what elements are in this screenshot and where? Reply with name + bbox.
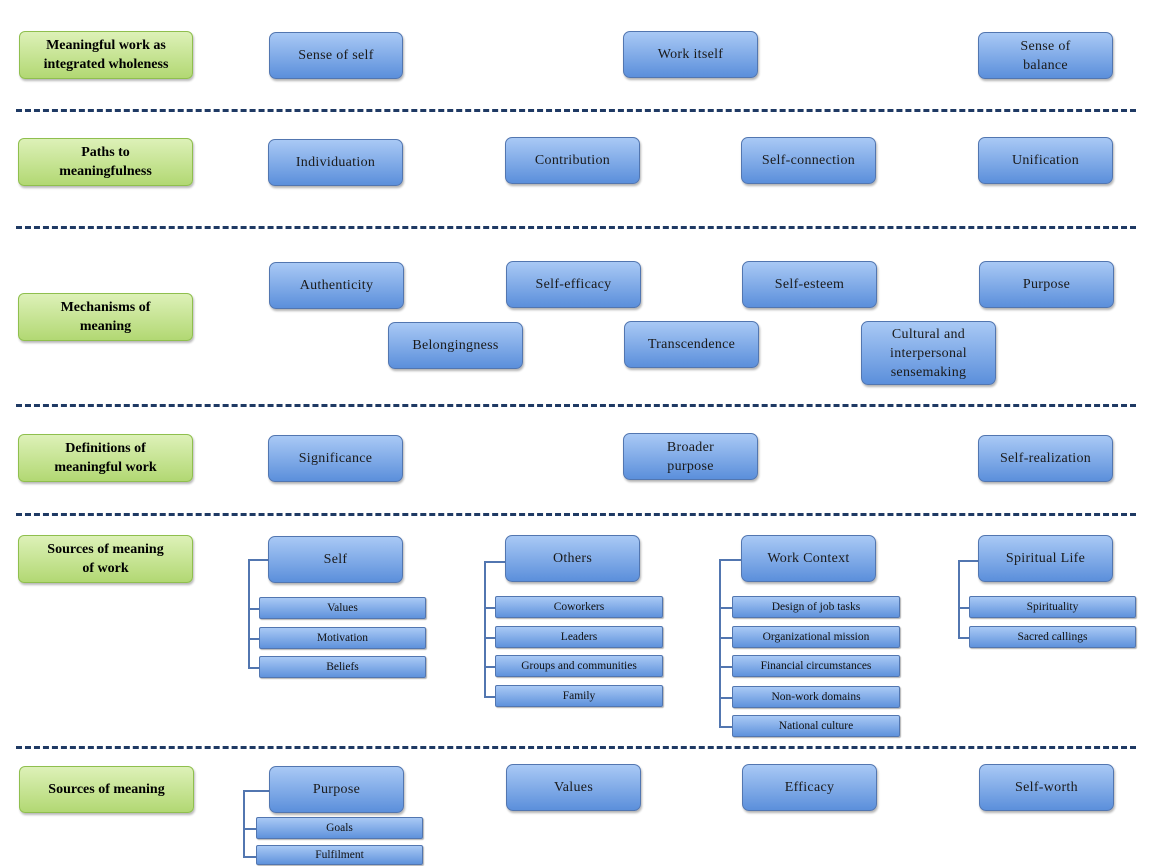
item-beliefs: Beliefs	[259, 656, 426, 678]
item-motivation: Motivation	[259, 627, 426, 649]
connector	[484, 607, 496, 609]
group-spiritual-life: Spiritual Life	[978, 535, 1113, 582]
divider-1	[16, 109, 1136, 112]
box-transcendence: Transcendence	[624, 321, 759, 368]
connector	[484, 561, 486, 698]
connector	[248, 667, 260, 669]
connector	[248, 638, 260, 640]
item-values: Values	[259, 597, 426, 619]
box-purpose-mechanism: Purpose	[979, 261, 1114, 308]
box-self-connection: Self-connection	[741, 137, 876, 184]
item-coworkers: Coworkers	[495, 596, 663, 618]
connector	[243, 790, 270, 792]
group-efficacy: Efficacy	[742, 764, 877, 811]
connector	[958, 560, 979, 562]
connector	[484, 666, 496, 668]
connector	[719, 726, 733, 728]
row-label-mechanisms: Mechanisms of meaning	[18, 293, 193, 341]
item-family: Family	[495, 685, 663, 707]
box-sense-of-balance: Sense of balance	[978, 32, 1113, 79]
group-self-worth: Self-worth	[979, 764, 1114, 811]
divider-5	[16, 746, 1136, 749]
connector	[719, 559, 721, 727]
connector	[719, 697, 733, 699]
row-label-integrated-wholeness: Meaningful work as integrated wholeness	[19, 31, 193, 79]
divider-3	[16, 404, 1136, 407]
item-financial-circumstances: Financial circumstances	[732, 655, 900, 677]
box-work-itself: Work itself	[623, 31, 758, 78]
box-significance: Significance	[268, 435, 403, 482]
connector	[719, 666, 733, 668]
group-work-context: Work Context	[741, 535, 876, 582]
row-label-sources-of-meaning: Sources of meaning	[19, 766, 194, 813]
box-individuation: Individuation	[268, 139, 403, 186]
box-cultural-sensemaking: Cultural and interpersonal sensemaking	[861, 321, 996, 385]
connector	[248, 559, 269, 561]
connector	[484, 696, 496, 698]
connector	[243, 828, 257, 830]
row-label-sources-of-work: Sources of meaning of work	[18, 535, 193, 583]
connector	[719, 559, 742, 561]
connector	[243, 790, 245, 857]
box-self-realization: Self-realization	[978, 435, 1113, 482]
item-design-of-job-tasks: Design of job tasks	[732, 596, 900, 618]
group-values: Values	[506, 764, 641, 811]
group-purpose: Purpose	[269, 766, 404, 813]
row-label-definitions: Definitions of meaningful work	[18, 434, 193, 482]
connector	[958, 637, 970, 639]
item-non-work-domains: Non-work domains	[732, 686, 900, 708]
box-belongingness: Belongingness	[388, 322, 523, 369]
item-organizational-mission: Organizational mission	[732, 626, 900, 648]
divider-2	[16, 226, 1136, 229]
box-broader-purpose: Broader purpose	[623, 433, 758, 480]
box-contribution: Contribution	[505, 137, 640, 184]
connector	[484, 637, 496, 639]
box-authenticity: Authenticity	[269, 262, 404, 309]
group-others: Others	[505, 535, 640, 582]
box-sense-of-self: Sense of self	[269, 32, 403, 79]
box-unification: Unification	[978, 137, 1113, 184]
connector	[719, 607, 733, 609]
box-self-efficacy: Self-efficacy	[506, 261, 641, 308]
item-groups-communities: Groups and communities	[495, 655, 663, 677]
connector	[248, 559, 250, 669]
item-fulfilment: Fulfilment	[256, 845, 423, 865]
connector	[484, 561, 506, 563]
item-goals: Goals	[256, 817, 423, 839]
connector	[958, 560, 960, 638]
item-sacred-callings: Sacred callings	[969, 626, 1136, 648]
connector	[958, 607, 970, 609]
connector	[248, 608, 260, 610]
row-label-paths: Paths to meaningfulness	[18, 138, 193, 186]
group-self: Self	[268, 536, 403, 583]
connector	[719, 637, 733, 639]
item-leaders: Leaders	[495, 626, 663, 648]
item-spirituality: Spirituality	[969, 596, 1136, 618]
divider-4	[16, 513, 1136, 516]
box-self-esteem: Self-esteem	[742, 261, 877, 308]
item-national-culture: National culture	[732, 715, 900, 737]
connector	[243, 856, 257, 858]
